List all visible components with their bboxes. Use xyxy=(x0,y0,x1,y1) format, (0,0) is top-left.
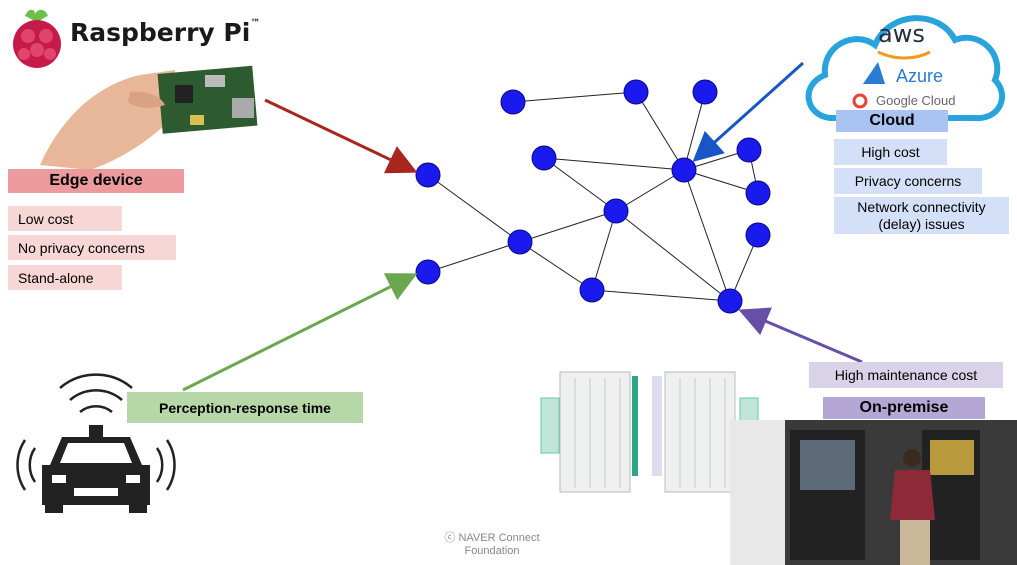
graph-node xyxy=(579,277,605,303)
cloud-arrow xyxy=(692,61,805,163)
graph-node xyxy=(745,222,771,248)
aws-logo: aws xyxy=(878,20,925,48)
graph-node xyxy=(415,162,441,188)
raspberry-pi-logo-text: Raspberry Pi™ xyxy=(70,18,261,47)
graph-edges xyxy=(427,91,759,302)
cloud-item-privacy: Privacy concerns xyxy=(834,168,982,194)
cloud-item-high-cost: High cost xyxy=(834,139,947,165)
edge-device-arrow xyxy=(264,98,418,174)
graph-node xyxy=(603,198,629,224)
edge-item-no-privacy: No privacy concerns xyxy=(8,235,176,260)
graph-node xyxy=(531,145,557,171)
on-premise-item-maintenance: High maintenance cost xyxy=(809,362,1003,388)
graph-node xyxy=(671,157,697,183)
edge-item-low-cost: Low cost xyxy=(8,206,122,231)
graph-node xyxy=(500,89,526,115)
on-premise-title: On-premise xyxy=(823,397,985,419)
graph-node xyxy=(692,79,718,105)
azure-logo: Azure xyxy=(896,66,944,86)
perception-response-label: Perception-response time xyxy=(127,392,363,423)
cloud-item-network: Network connectivity (delay) issues xyxy=(834,197,1009,234)
graph-node xyxy=(623,79,649,105)
graph-node xyxy=(745,180,771,206)
graph-node xyxy=(415,259,441,285)
cloud-title: Cloud xyxy=(836,110,948,132)
graph-node xyxy=(717,288,743,314)
car-arrow xyxy=(182,273,418,392)
graph-nodes xyxy=(415,79,771,314)
on-premise-arrow xyxy=(738,307,863,364)
edge-item-stand-alone: Stand-alone xyxy=(8,265,122,290)
google-cloud-logo: Google Cloud xyxy=(876,93,956,108)
graph-node xyxy=(736,137,762,163)
graph-node xyxy=(507,229,533,255)
copyright-footer: ⓒ NAVER Connect Foundation xyxy=(444,532,540,557)
edge-device-title: Edge device xyxy=(8,169,184,193)
